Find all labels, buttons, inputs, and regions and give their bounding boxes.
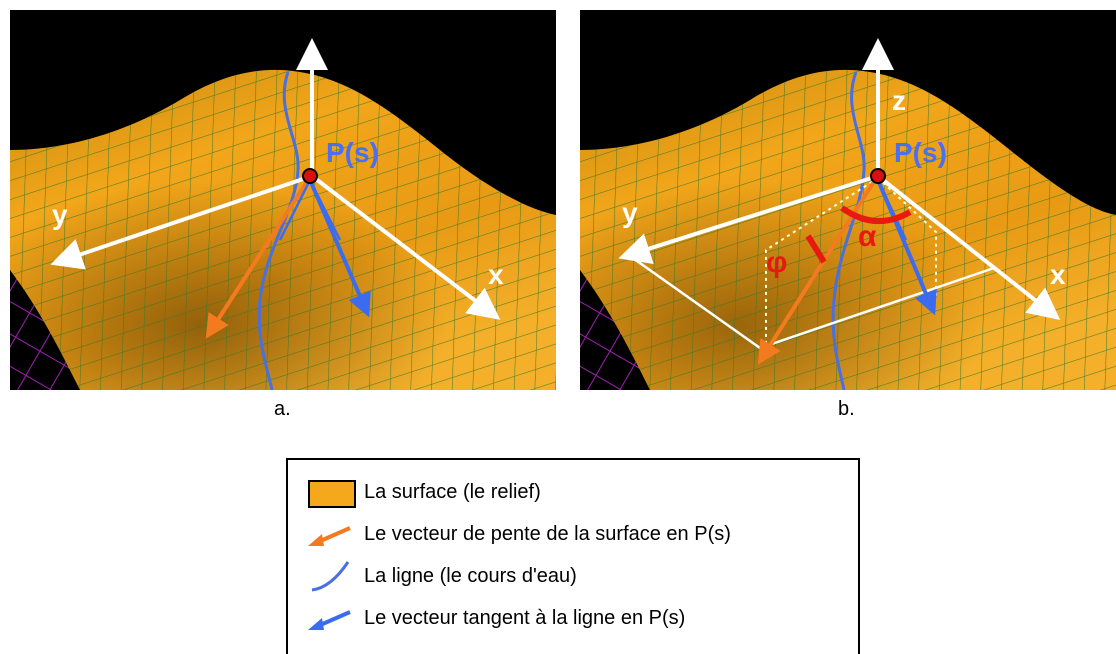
legend-item-stream-line: La ligne (le cours d'eau) <box>302 556 577 596</box>
tangent-vector <box>308 179 371 318</box>
stream-line <box>257 71 300 390</box>
legend-label: La surface (le relief) <box>364 480 541 503</box>
label-ps: P(s) <box>894 137 947 168</box>
orange-arrow-icon <box>302 514 364 554</box>
label-y: y <box>52 199 68 230</box>
stream-line <box>831 71 866 390</box>
legend: La surface (le relief) Le vecteur de pen… <box>286 458 860 654</box>
label-x: x <box>1050 259 1066 290</box>
x-axis <box>310 174 501 320</box>
surface-mesh <box>580 69 1116 390</box>
orange-square-icon <box>302 472 364 512</box>
label-ps: P(s) <box>326 137 379 168</box>
caption-b: b. <box>838 398 855 420</box>
surface-mesh <box>10 69 556 390</box>
legend-item-tangent-vector: Le vecteur tangent à la ligne en P(s) <box>302 598 685 638</box>
label-alpha: α <box>858 220 877 253</box>
legend-label: La ligne (le cours d'eau) <box>364 564 577 587</box>
surface-plot-a: P(s) y x <box>10 38 556 390</box>
legend-item-surface: La surface (le relief) <box>302 472 541 512</box>
blue-arrow-icon <box>302 598 364 638</box>
label-z: z <box>892 85 906 116</box>
blue-curve-icon <box>302 556 364 596</box>
slope-vector <box>205 178 310 339</box>
x-axis <box>876 174 1061 320</box>
legend-label: Le vecteur tangent à la ligne en P(s) <box>364 606 686 629</box>
caption-a: a. <box>274 398 291 420</box>
angle-alpha-arc <box>840 205 912 225</box>
label-x: x <box>488 259 504 290</box>
label-phi: φ <box>766 246 787 279</box>
surface-plot-b: z P(s) y x φ α <box>580 38 1116 390</box>
legend-item-slope-vector: Le vecteur de pente de la surface en P(s… <box>302 514 731 554</box>
diagram-panel-a: P(s) y x <box>10 10 556 390</box>
y-axis <box>50 174 313 270</box>
point-ps <box>870 168 886 184</box>
slope-vector <box>757 178 877 365</box>
point-ps <box>302 168 318 184</box>
projection-dashes <box>765 177 937 348</box>
legend-label: Le vecteur de pente de la surface en P(s… <box>364 522 731 545</box>
label-y: y <box>622 197 638 228</box>
angle-phi-arc <box>805 234 827 264</box>
diagram-panel-b: z P(s) y x φ α <box>580 10 1116 390</box>
y-axis <box>618 174 879 264</box>
